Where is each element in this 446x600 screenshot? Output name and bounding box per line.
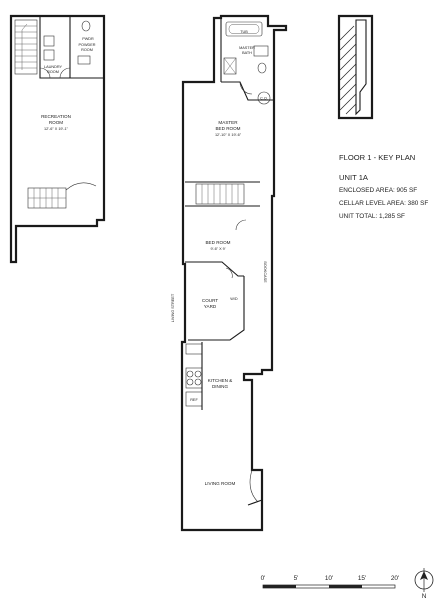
enclosed-area: ENCLOSED AREA: 905 SF (339, 187, 417, 194)
toilet-icon (81, 20, 91, 32)
cellar-stair-bottom (27, 187, 67, 209)
wd-label: W/D (230, 297, 238, 301)
bath-door-swing (239, 81, 253, 95)
north-label: N (422, 593, 427, 600)
dryer-icon (43, 49, 55, 61)
master-bath-label-2: BATH (242, 51, 252, 55)
court-yard-wall (188, 276, 245, 341)
key-plan-outline (337, 14, 374, 120)
main-stair (195, 183, 245, 205)
scale-bar: 0' 5' 10' 15' 20' (261, 575, 399, 589)
recreation-dim-label: 12'-6" X 19'-1" (44, 127, 69, 131)
court-door-swing (225, 267, 233, 279)
laundry-door-swing (39, 67, 51, 79)
scale-tick-15: 15' (358, 575, 366, 582)
shower-icon (223, 57, 237, 75)
washer-icon (43, 35, 55, 47)
unit-name: UNIT 1A (339, 173, 369, 182)
key-plan-hatch (339, 25, 357, 115)
court-yard-label: COURT (202, 298, 218, 303)
master-bedroom-label-2: BED ROOM (215, 126, 240, 131)
powder-room-label: ROOM (81, 48, 93, 52)
bed-door-swing (235, 219, 247, 231)
scale-tick-5: 5' (294, 575, 299, 582)
kitchen-label: KITCHEN & (208, 378, 233, 383)
kitchen-label-2: DINING (212, 384, 229, 389)
bedroom-dim: 9'-6" X 9' (210, 247, 225, 251)
living-door-swing (249, 469, 259, 503)
cellar-stair-top (14, 19, 38, 75)
master-bedroom-label: MASTER (218, 120, 238, 125)
cellar-partition (39, 16, 104, 79)
key-plan-unit (355, 19, 367, 116)
powder-door-swing (59, 67, 71, 79)
tub-label: TUB (240, 30, 248, 34)
scale-tick-10: 10' (325, 575, 333, 582)
north-arrow-icon: N (414, 568, 434, 600)
bookcase-label: BOOKCASE (263, 261, 267, 283)
key-plan-title: FLOOR 1 - KEY PLAN (339, 153, 415, 162)
court-yard-label-2: YARD (204, 304, 217, 309)
cellar-outer-wall (9, 14, 106, 264)
unit-outer-wall (180, 14, 288, 532)
bedroom-label: BED ROOM (205, 240, 230, 245)
range-icon (185, 367, 203, 389)
unit-total: UNIT TOTAL: 1,285 SF (339, 213, 405, 220)
closet-marker (257, 91, 271, 105)
living-room-label: LIVING ROOM (205, 481, 236, 486)
tub-icon (225, 21, 263, 37)
closet-label: C.O. (260, 97, 268, 101)
powder-label: POWDER (78, 43, 95, 47)
ref-label: REF (190, 398, 198, 402)
stove-burner-icon (186, 370, 194, 378)
recreation-room-label: ROOM (49, 120, 63, 125)
recreation-label: RECREATION (41, 114, 71, 119)
powder-short-label: PWDR (82, 37, 94, 41)
master-bedroom-dim: 12'-10" X 19'-6" (215, 133, 242, 137)
key-plan-section: FLOOR 1 - KEY PLAN UNIT 1A ENCLOSED AREA… (337, 14, 428, 220)
floor-1-plan: TUB MASTER BATH C.O. MASTER BED ROOM 12'… (171, 14, 288, 532)
entry-step (247, 499, 263, 506)
cellar-level-plan: LAUNDRY ROOM PWDR POWDER ROOM RECREATION… (9, 14, 106, 264)
toilet-icon (257, 62, 267, 74)
scale-tick-0: 0' (261, 575, 266, 582)
laundry-room-label: ROOM (47, 70, 59, 74)
cellar-bulkhead-swing (65, 182, 97, 191)
sink-icon (77, 55, 91, 65)
cellar-area: CELLAR LEVEL AREA: 380 SF (339, 200, 428, 207)
master-bath-label: MASTER (239, 46, 255, 50)
vanity-icon (253, 45, 269, 57)
sink-icon (185, 343, 203, 355)
laundry-label: LAUNDRY (44, 65, 63, 69)
scale-tick-20: 20' (391, 575, 399, 582)
living-street-label: LIVING STREET (171, 293, 175, 322)
bedroom-south-wall (185, 261, 244, 277)
